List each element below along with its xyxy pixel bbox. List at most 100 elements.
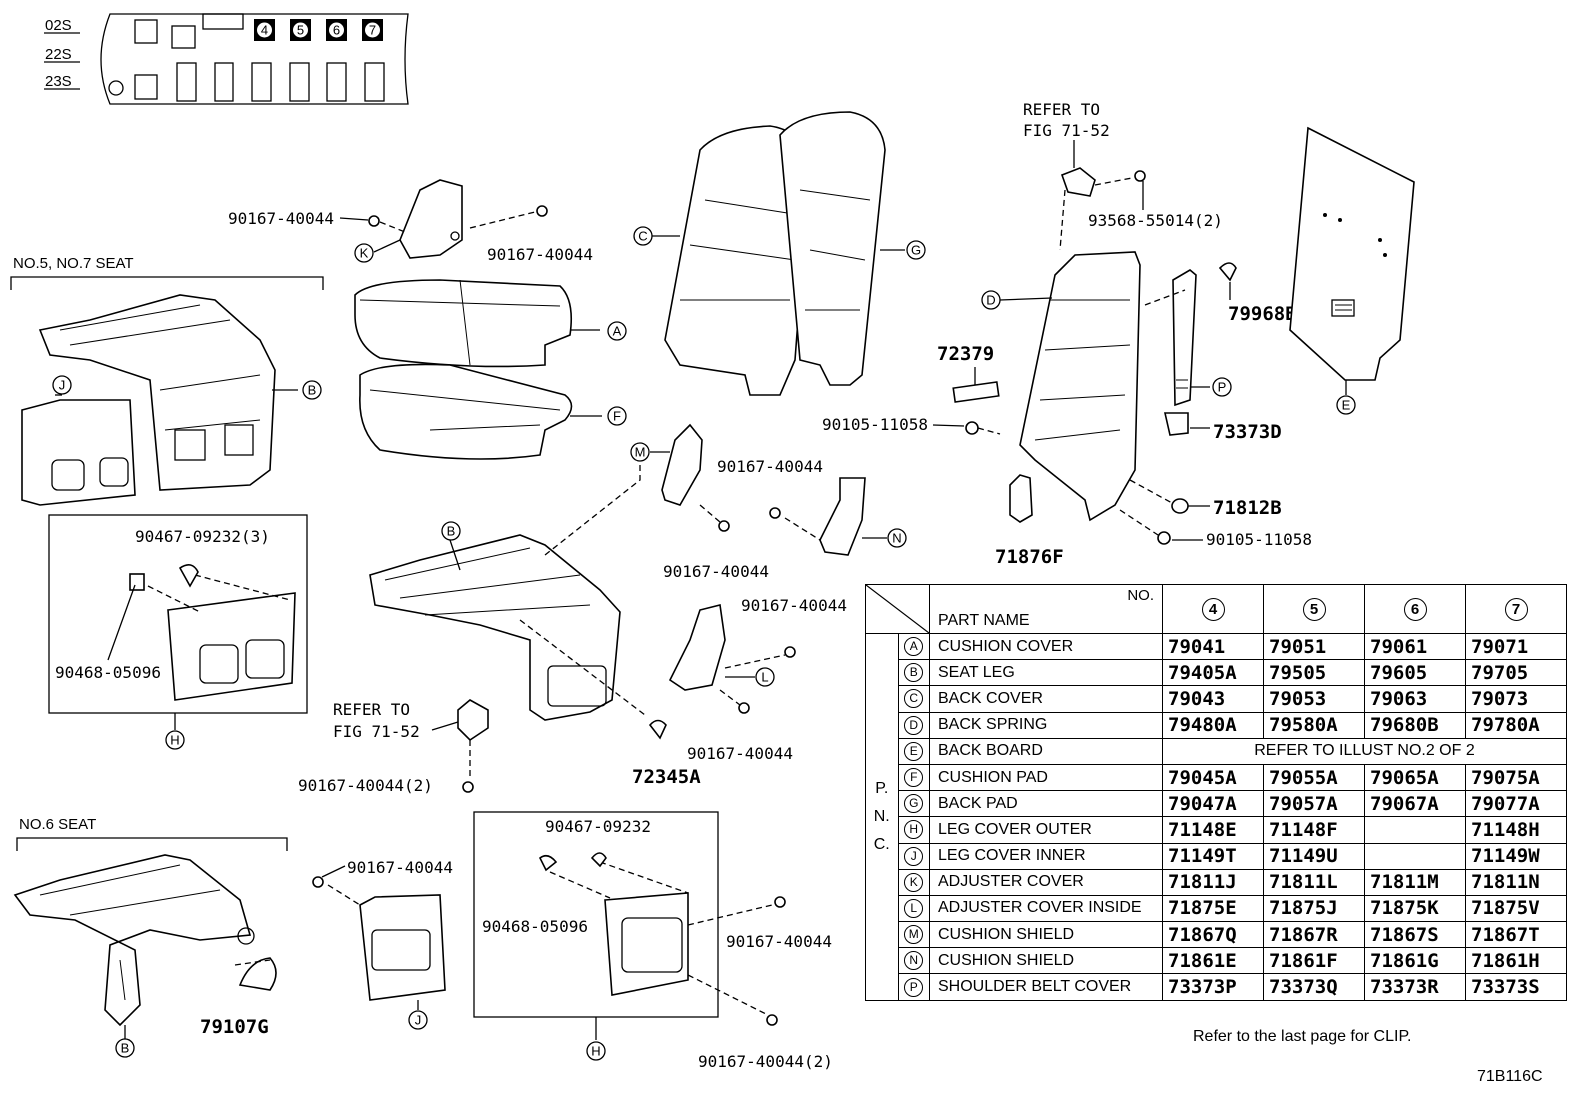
adjuster-cover	[368, 179, 548, 259]
part-code-cell: 71149T	[1162, 842, 1264, 870]
row-letter: G	[897, 790, 930, 818]
row-letter: F	[897, 763, 930, 792]
svg-text:E: E	[1342, 398, 1351, 413]
part-71812B	[1171, 498, 1189, 514]
seat-leg-frame-no6	[13, 854, 255, 1027]
part-code-cell: 79780A	[1465, 711, 1567, 739]
part-number-90167: 90167-40044	[347, 858, 453, 877]
part-code-cell: 79067A	[1364, 790, 1466, 818]
refer-text: FIG 71-52	[333, 722, 420, 741]
part-number-90105: 90105-11058	[822, 415, 928, 434]
svg-text:C: C	[638, 229, 647, 244]
seat-number: 6	[333, 23, 340, 38]
row-letter: B	[897, 659, 930, 687]
column-header: 5	[1263, 584, 1365, 634]
part-code-cell: 71867S	[1364, 921, 1466, 949]
callout-b: B	[115, 1038, 135, 1058]
part-79107G	[234, 957, 277, 991]
part-name-cell: BACK COVER	[929, 685, 1163, 713]
svg-text:D: D	[986, 293, 995, 308]
svg-text:P: P	[1218, 380, 1227, 395]
part-code-cell: 71811N	[1465, 868, 1567, 896]
part-name-cell: SEAT LEG	[929, 659, 1163, 687]
leg-cover-outer-center	[538, 852, 786, 1026]
callout-p: P	[1212, 377, 1232, 397]
part-code-cell: 79073	[1465, 685, 1567, 713]
part-code-cell: 71875V	[1465, 894, 1567, 923]
part-code-cell: 79580A	[1263, 711, 1365, 739]
part-code-cell: 79041	[1162, 632, 1264, 661]
back-board	[1289, 126, 1415, 381]
part-code-cell: 79605	[1364, 659, 1466, 687]
part-code-cell: 73373Q	[1263, 973, 1365, 1001]
column-header: 7	[1465, 584, 1567, 634]
part-name-cell: BACK BOARD	[929, 737, 1163, 765]
cushion-shield-n	[769, 477, 866, 556]
part-code-cell: 73373P	[1162, 973, 1264, 1001]
pnc-label: P.N.C.	[865, 633, 899, 1001]
leg-cover-inner-center	[312, 876, 446, 1001]
footnote: Refer to the last page for CLIP.	[1193, 1028, 1412, 1045]
part-number-93568: 93568-55014(2)	[1088, 211, 1223, 230]
part-code-cell: 71149U	[1263, 842, 1365, 870]
callout-e: E	[1336, 395, 1356, 415]
bracket	[457, 699, 489, 793]
part-name-cell: LEG COVER INNER	[929, 842, 1163, 870]
part-number-90467: 90467-09232	[545, 817, 651, 836]
part-name-cell: ADJUSTER COVER	[929, 868, 1163, 896]
row-letter: E	[897, 737, 930, 765]
part-code-cell: 79405A	[1162, 659, 1264, 687]
part-number-72345A: 72345A	[632, 766, 701, 788]
svg-text:K: K	[360, 246, 369, 261]
seat-row-label: 22S	[45, 46, 72, 63]
part-code-cell: 79043	[1162, 685, 1264, 713]
part-code-cell: 71861E	[1162, 947, 1264, 975]
svg-text:J: J	[59, 378, 66, 393]
highlighted-seat: 4 5 6 7	[254, 19, 383, 41]
part-code-cell: 71875E	[1162, 894, 1264, 923]
svg-text:J: J	[415, 1013, 422, 1028]
part-code-cell: 79047A	[1162, 790, 1264, 818]
part-name-cell: CUSHION SHIELD	[929, 947, 1163, 975]
part-code-cell: 71861F	[1263, 947, 1365, 975]
row-letter: L	[897, 894, 930, 923]
section-title-no5-no7: NO.5, NO.7 SEAT	[13, 255, 134, 272]
svg-text:H: H	[170, 733, 179, 748]
part-code-cell: 79061	[1364, 632, 1466, 661]
seat-number: 5	[297, 23, 304, 38]
part-code-cell	[1364, 842, 1466, 870]
part-name-cell: CUSHION PAD	[929, 763, 1163, 792]
callout-j: J	[52, 375, 72, 395]
callout-b: B	[302, 380, 322, 400]
part-number-90167: 90167-40044	[228, 209, 334, 228]
part-number-90167: 90167-40044	[687, 744, 793, 763]
column-header: 4	[1162, 584, 1264, 634]
part-code-cell: 79680B	[1364, 711, 1466, 739]
row-letter: J	[897, 842, 930, 870]
seat-leg-frame-center	[369, 534, 621, 721]
leg-cover-inner-no57	[21, 399, 136, 506]
cushion-shield-m	[661, 423, 730, 532]
cushion-cover	[354, 279, 573, 368]
part-name-cell: CUSHION COVER	[929, 632, 1163, 661]
part-name-cell: BACK PAD	[929, 790, 1163, 818]
callout-b: B	[441, 521, 461, 541]
part-code-cell: 71875J	[1263, 894, 1365, 923]
row-letter: A	[897, 632, 930, 661]
seat-number: 4	[261, 23, 268, 38]
refer-text: REFER TO	[1023, 100, 1100, 119]
part-code-cell: 79053	[1263, 685, 1365, 713]
part-code-cell: 71148H	[1465, 816, 1567, 844]
row-letter: H	[897, 816, 930, 844]
callout-g: G	[906, 240, 926, 260]
part-code-cell: 79055A	[1263, 763, 1365, 792]
row-letter: P	[897, 973, 930, 1001]
part-code-cell	[1364, 816, 1466, 844]
part-number-90167: 90167-40044	[663, 562, 769, 581]
part-79968B	[1218, 262, 1237, 282]
